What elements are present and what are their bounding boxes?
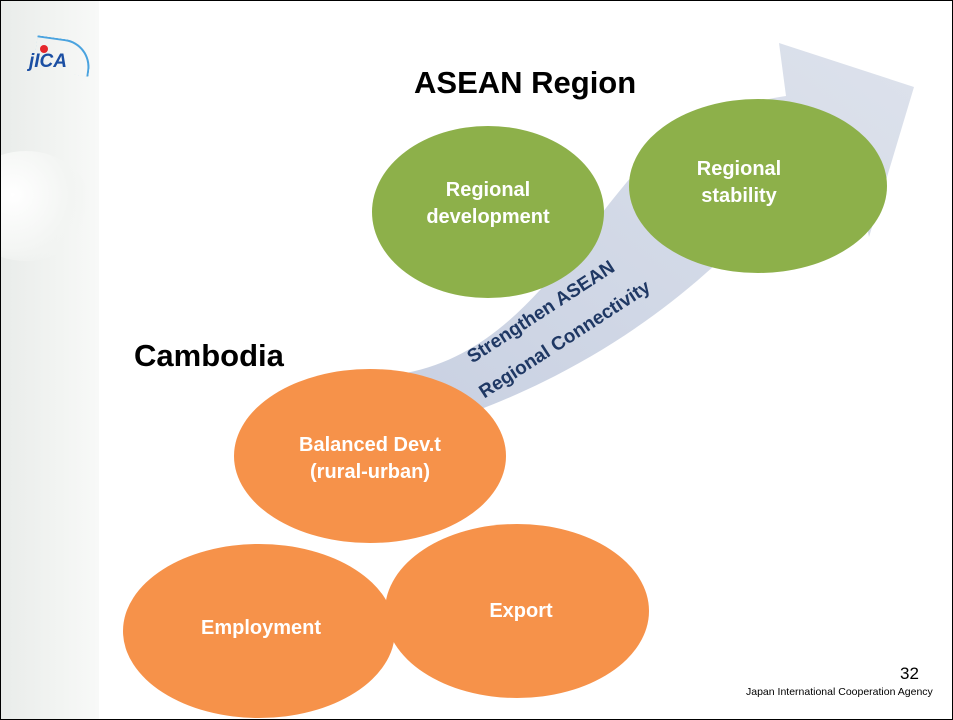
circle-regional-stability (629, 99, 887, 273)
circle-employment (123, 544, 395, 718)
logo-dot-shape (40, 45, 48, 53)
cambodia-title: Cambodia (134, 338, 284, 373)
sidebar-decoration: jICA (1, 1, 99, 719)
jica-logo: jICA (29, 35, 94, 79)
footer-agency: Japan International Cooperation Agency (746, 686, 933, 698)
label-regional-development: Regional development (426, 179, 550, 228)
asean-region-title: ASEAN Region (414, 65, 637, 100)
page-number: 32 (900, 664, 919, 683)
logo-text: jICA (29, 51, 67, 72)
circle-regional-development (372, 126, 604, 298)
circle-balanced-dev (234, 369, 506, 543)
label-export: Export (489, 600, 553, 622)
label-employment: Employment (200, 617, 322, 639)
label-regional-stability: Regional stability (696, 158, 782, 207)
label-balanced-dev: Balanced Dev.t (rural-urban) (299, 434, 441, 483)
circle-export (385, 524, 649, 698)
